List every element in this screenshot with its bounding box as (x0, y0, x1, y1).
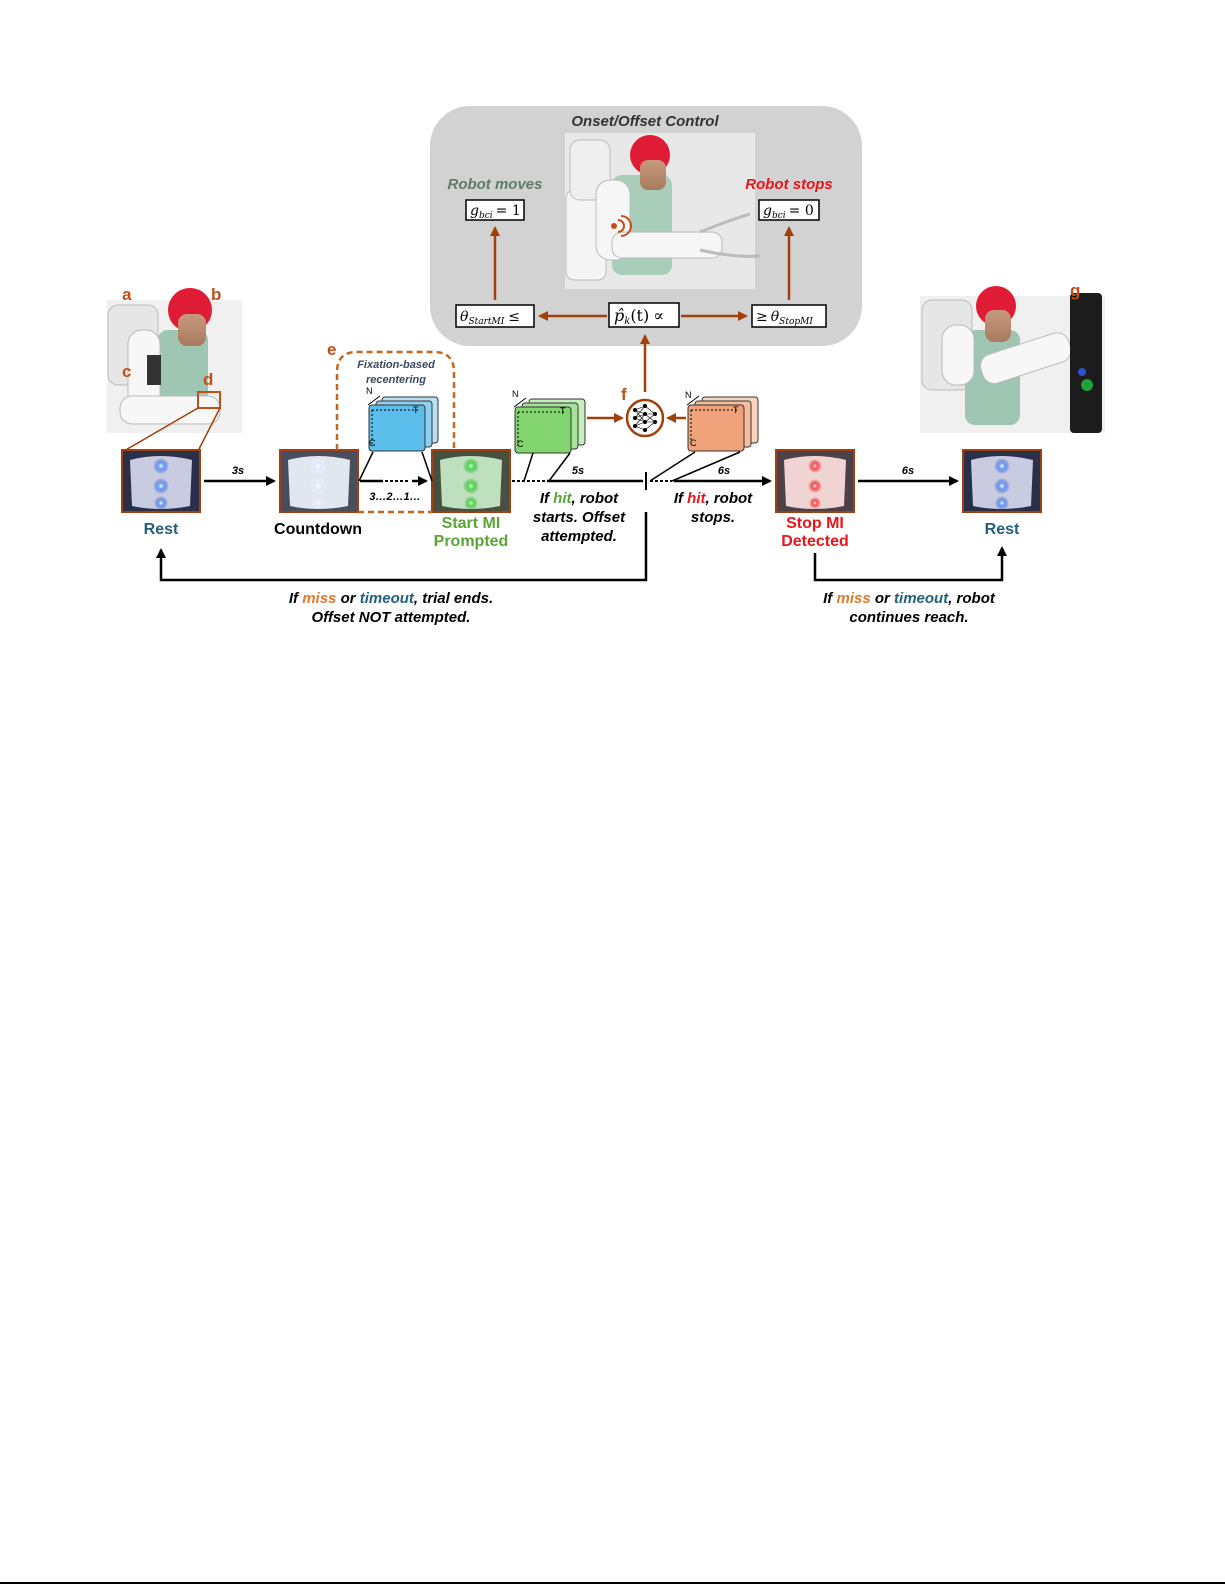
note-miss-left-line1: If miss or timeout, trial ends. (289, 590, 493, 607)
led-panel-rest-2 (962, 449, 1042, 513)
countdown-numbers: 3…2…1… (369, 491, 420, 503)
eeg-tensor-green: N T C (512, 389, 586, 454)
note-hit-stop-line2: stops. (691, 509, 735, 526)
green-tensor-lead-left (523, 452, 534, 482)
participant-robot-photo-center (565, 133, 761, 289)
time-5s: 5s (572, 465, 584, 477)
eeg-tensor-orange: N T C (685, 390, 759, 452)
hand-highlight-box (197, 391, 221, 409)
letter-a: a (122, 285, 132, 304)
svg-text:C: C (690, 438, 697, 448)
onset-offset-panel: Onset/Offset Control Robot moves Robot s… (430, 106, 862, 346)
fixation-label-line1: Fixation-based (357, 359, 435, 371)
state-rest-1: Rest (144, 521, 179, 538)
note-miss-right-line2: continues reach. (849, 609, 968, 626)
orange-tensor-lead-left (649, 451, 696, 482)
orange-tensor-lead-right (671, 451, 741, 482)
robot-stops-label: Robot stops (745, 176, 833, 193)
robot-moves-label: Robot moves (447, 176, 542, 193)
led-panel-rest-1 (121, 449, 201, 513)
gbci-equals-0-box: gbci= 0 (758, 199, 820, 221)
svg-text:T: T (733, 405, 739, 415)
svg-text:T: T (560, 406, 566, 416)
time-6s-a: 6s (718, 465, 730, 477)
theta-start-box: θStartMI≤ (455, 304, 535, 328)
neural-network-icon (625, 398, 665, 438)
fixation-dashed-box-top (335, 350, 456, 450)
svg-text:θStartMI≤: θStartMI≤ (460, 309, 520, 327)
green-tensor-lead-right (548, 452, 571, 482)
state-stop-mi-line2: Detected (781, 533, 849, 550)
state-rest-2: Rest (985, 521, 1020, 538)
svg-text:T: T (413, 405, 419, 415)
gbci-equals-1-box: gbci= 1 (465, 199, 525, 221)
svg-text:N: N (366, 386, 373, 396)
led-panel-stop-mi (775, 449, 855, 513)
note-hit-start-line1: If hit, robot (540, 490, 619, 507)
participant-photo-right (920, 286, 1105, 433)
blue-tensor-lead-right (421, 451, 433, 482)
eeg-tensor-blue: N T C (366, 386, 439, 452)
time-3s: 3s (232, 465, 244, 477)
svg-text:gbci= 0: gbci= 0 (763, 203, 814, 221)
loop-miss-back-to-rest (156, 512, 648, 582)
state-start-mi-line2: Prompted (434, 533, 509, 550)
letter-f: f (621, 385, 627, 404)
panel-title: Onset/Offset Control (571, 113, 719, 130)
letter-g: g (1070, 281, 1080, 300)
letter-e: e (327, 340, 336, 359)
state-start-mi-line1: Start MI (442, 515, 501, 532)
fixation-label-line2: recentering (366, 374, 426, 386)
svg-text:≥θStopMI: ≥θStopMI (756, 309, 813, 327)
letter-b: b (211, 285, 221, 304)
theta-stop-box: ≥θStopMI (751, 304, 827, 328)
state-countdown: Countdown (274, 521, 362, 538)
participant-photo-left (107, 288, 242, 433)
letter-c: c (122, 362, 131, 381)
svg-text:N: N (512, 389, 519, 399)
svg-text:gbci= 1: gbci= 1 (470, 203, 521, 221)
svg-text:C: C (369, 438, 376, 448)
loop-miss-continue-to-rest (813, 546, 1007, 582)
note-hit-start-line2: starts. Offset (533, 509, 626, 526)
zoom-line-right (197, 407, 221, 452)
p-hat-box: p̂k(t)∝ (608, 302, 680, 328)
zoom-line-left (123, 407, 199, 452)
blue-tensor-lead-left (358, 451, 374, 482)
svg-text:p̂k(t)∝: p̂k(t)∝ (614, 306, 664, 327)
led-panel-countdown (279, 449, 359, 513)
note-hit-stop-line1: If hit, robot (674, 490, 753, 507)
led-panel-start-mi (431, 449, 511, 513)
svg-text:N: N (685, 390, 692, 400)
letter-d: d (203, 370, 213, 389)
state-stop-mi-line1: Stop MI (786, 515, 844, 532)
time-6s-b: 6s (902, 465, 914, 477)
note-miss-left-line2: Offset NOT attempted. (312, 609, 471, 626)
note-miss-right-line1: If miss or timeout, robot (823, 590, 996, 607)
svg-text:C: C (517, 439, 524, 449)
note-hit-start-line3: attempted. (541, 528, 617, 545)
